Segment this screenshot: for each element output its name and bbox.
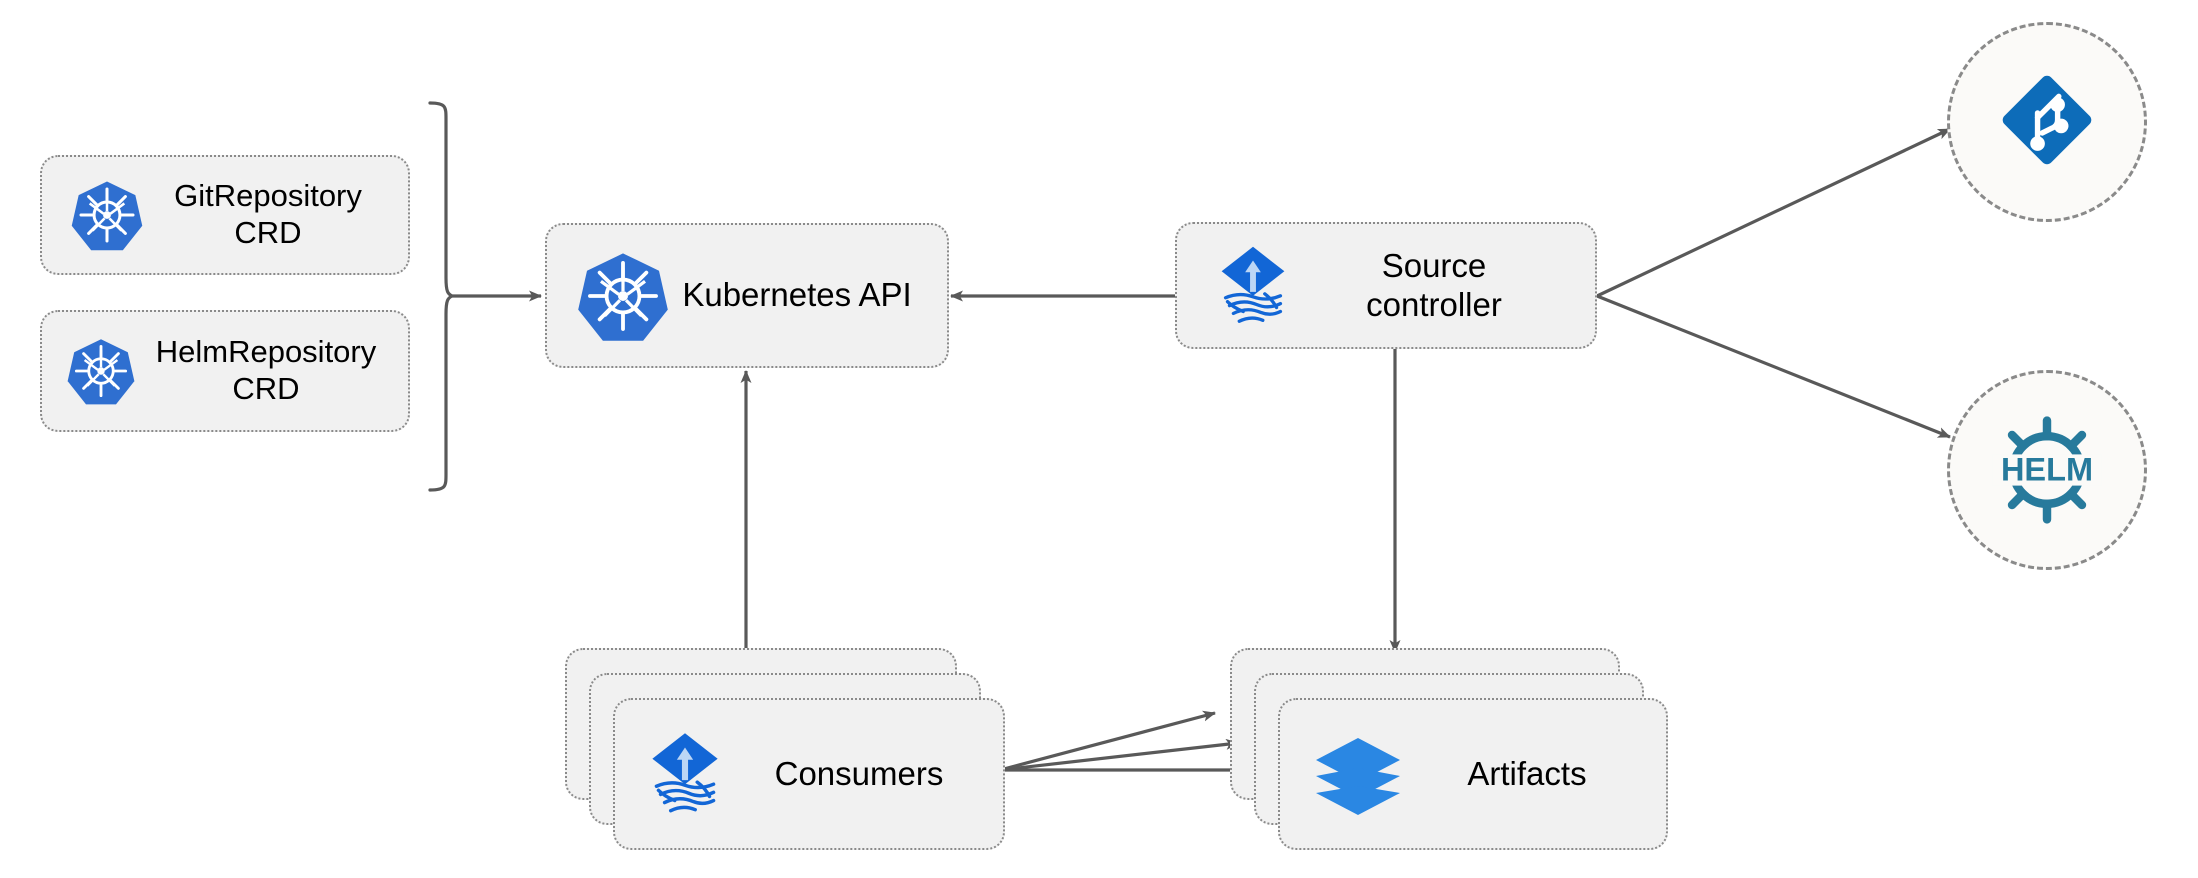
node-label: HelmRepository CRD [155,334,377,406]
layers-icon [1306,722,1410,826]
kubernetes-icon [68,176,146,254]
helm-wordmark: HELM [2001,451,2093,487]
node-helm-repository-crd[interactable]: HelmRepository CRD [40,310,410,432]
crd-group-brace [428,101,456,492]
node-label: Source controller [1366,246,1502,323]
node-artifacts[interactable]: Artifacts [1278,698,1668,850]
edge-consumers-to-artifacts-2 [999,738,1239,772]
helm-icon: HELM [1982,405,2112,535]
kubernetes-icon [64,334,138,408]
node-label: GitRepository CRD [174,178,362,250]
node-git-repository-crd[interactable]: GitRepository CRD [40,155,410,275]
flux-icon [1203,236,1303,336]
node-git-provider[interactable] [1947,22,2147,222]
edge-controller-to-git [1596,127,1951,298]
node-helm-provider[interactable]: HELM [1947,370,2147,570]
edge-controller-to-helm [1596,294,1951,439]
git-icon [1988,61,2106,184]
node-label: Kubernetes API [682,276,912,314]
node-label: Consumers [774,754,944,792]
flux-icon [633,722,737,826]
edge-consumers-to-artifacts-1 [999,710,1216,772]
node-source-controller[interactable]: Source controller [1175,222,1597,349]
node-consumers[interactable]: Consumers [613,698,1005,850]
node-label: Artifacts [1467,754,1587,792]
node-kubernetes-api[interactable]: Kubernetes API [545,223,949,368]
kubernetes-icon [575,248,671,344]
